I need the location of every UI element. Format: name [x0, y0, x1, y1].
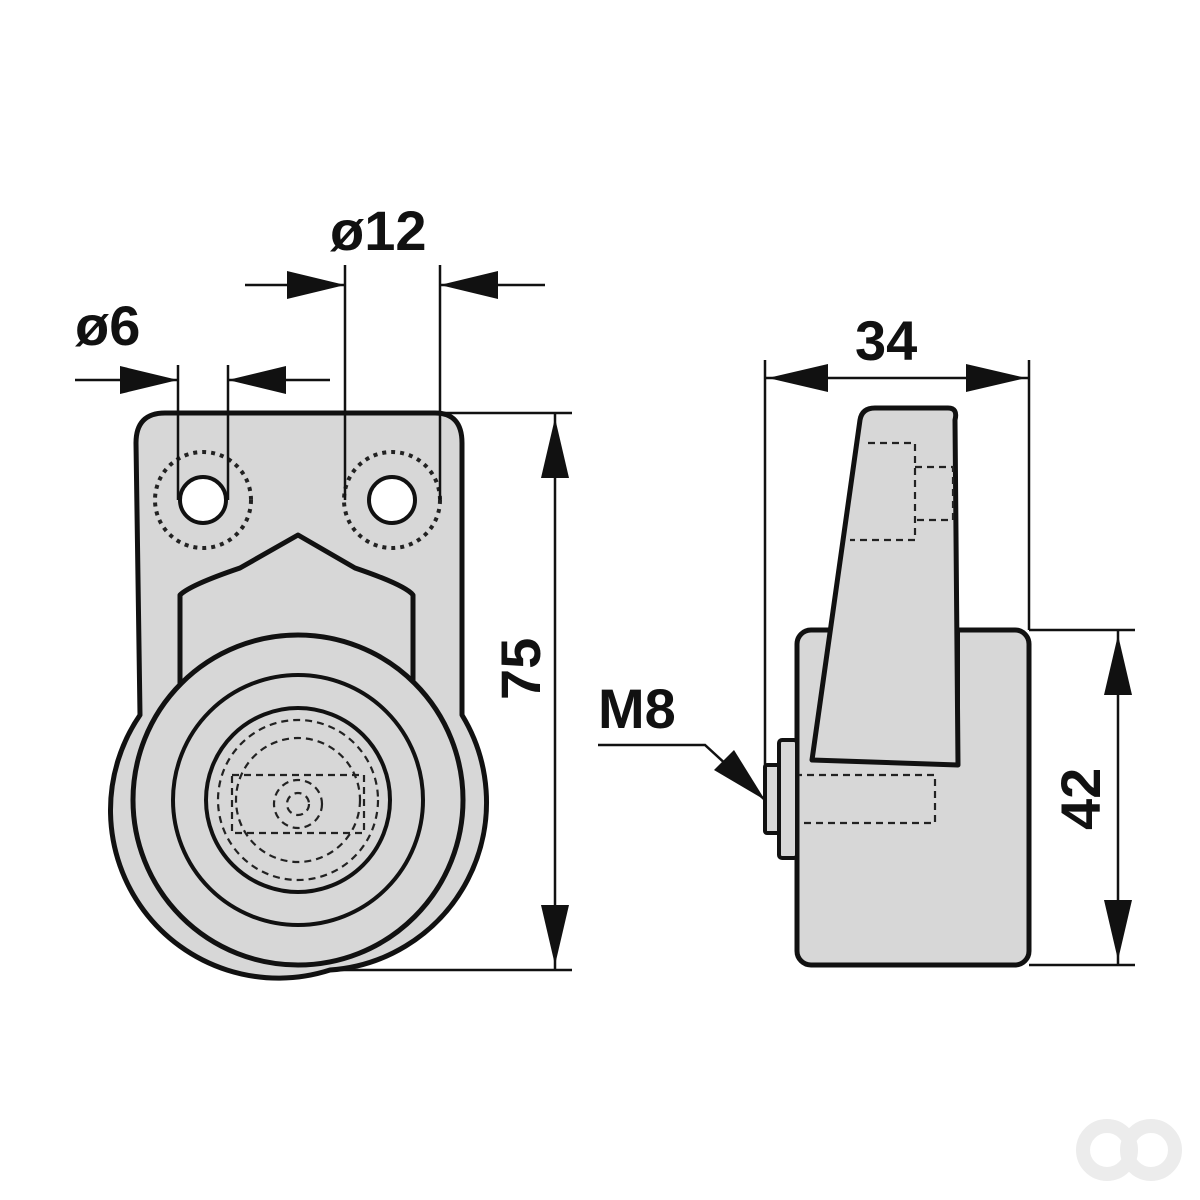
dimension-side-height-label: 42	[1049, 768, 1112, 830]
mount-hole-right	[367, 475, 417, 525]
side-hidden-bore-step	[915, 465, 955, 522]
dimension-large-hole: ø12	[245, 199, 545, 500]
side-thread-washer	[763, 763, 781, 835]
axle-hidden-circle	[272, 778, 324, 830]
side-thread-nut	[777, 738, 799, 860]
hub-hidden-circle-mid	[234, 736, 362, 864]
dimension-side-width: 34	[763, 309, 1031, 765]
dimension-small-hole: ø6	[75, 294, 330, 500]
front-wheel-inner-ring	[171, 673, 425, 927]
dimension-side-height: 42	[1029, 628, 1135, 967]
dimension-front-height: 75	[340, 411, 572, 972]
axle-hidden-rect	[230, 773, 366, 835]
double-ring-logo-icon	[1076, 1119, 1182, 1181]
side-view	[763, 405, 1032, 968]
front-view	[108, 410, 489, 981]
dimension-large-hole-label: ø12	[330, 199, 427, 262]
front-wheel-hub	[204, 706, 392, 894]
mount-hole-left	[178, 475, 228, 525]
dimension-front-height-label: 75	[489, 638, 552, 700]
thread-callout-label: M8	[598, 677, 676, 740]
axle-hidden-center	[285, 791, 311, 817]
dimension-side-width-label: 34	[855, 309, 917, 372]
front-wheel-outer	[130, 632, 466, 968]
mount-hole-left-countersink	[153, 450, 253, 550]
dimension-small-hole-label: ø6	[75, 294, 140, 357]
hub-hidden-circle-outer	[216, 718, 380, 882]
side-bracket-arm	[809, 405, 961, 768]
thread-callout: M8	[598, 677, 766, 801]
